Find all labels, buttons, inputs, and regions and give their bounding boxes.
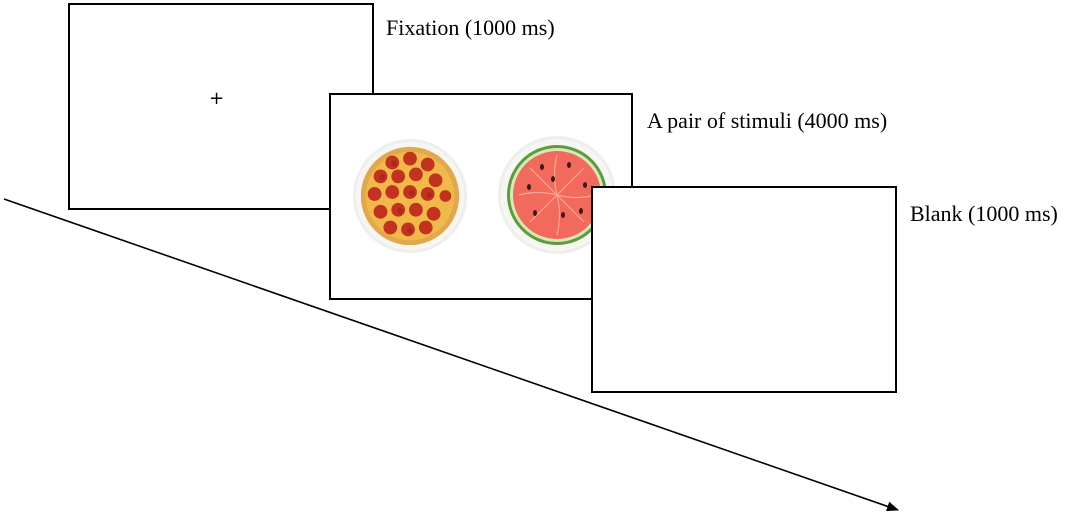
stimuli-screen: [329, 93, 633, 300]
time-arrow-line: [3, 198, 899, 512]
pizza-icon: [352, 138, 468, 254]
blank-screen: [591, 186, 897, 393]
fixation-screen: +: [68, 3, 374, 210]
stimuli-label: A pair of stimuli (4000 ms): [647, 108, 888, 133]
watermelon-icon: [498, 136, 616, 254]
blank-label: Blank (1000 ms): [910, 201, 1058, 226]
fixation-label: Fixation (1000 ms): [386, 15, 555, 40]
fixation-cross: +: [209, 88, 225, 109]
